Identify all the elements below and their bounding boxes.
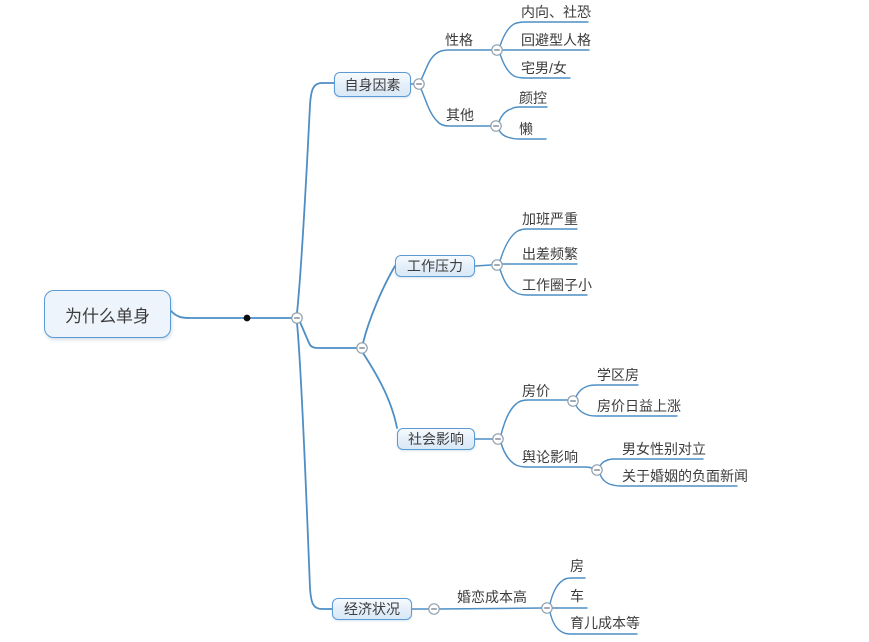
leaf-introvert-social-anxiety[interactable]: 内向、社恐	[521, 4, 591, 20]
topic-self-factors[interactable]: 自身因素	[334, 72, 411, 97]
edge-work-pressure-connector	[474, 264, 492, 267]
topic-social-influence[interactable]: 社会影响	[397, 428, 475, 450]
edge-to-homebody	[499, 53, 571, 79]
edge-to-house	[549, 577, 586, 605]
edge-to-others	[420, 88, 491, 127]
edge-to-school-district	[575, 384, 639, 398]
leaf-rising-prices[interactable]: 房价日益上涨	[597, 398, 681, 414]
collapse-button-personality[interactable]	[491, 44, 503, 56]
edge-to-negative-news	[599, 473, 738, 487]
collapse-button-self-factors[interactable]	[413, 78, 425, 90]
leaf-gender-conflict[interactable]: 男女性别对立	[622, 441, 706, 457]
topic-work-pressure[interactable]: 工作压力	[395, 255, 475, 277]
leaf-small-work-circle[interactable]: 工作圈子小	[522, 277, 592, 293]
edge-to-small-circle	[499, 268, 588, 296]
leaf-car[interactable]: 车	[570, 588, 584, 604]
leaf-looks-focused[interactable]: 颜控	[519, 90, 547, 106]
edge-group-to-work-pressure	[362, 265, 396, 344]
collapse-button-root[interactable]	[291, 312, 303, 324]
leaf-business-trips[interactable]: 出差频繁	[522, 246, 578, 262]
edge-hub-to-group	[299, 321, 358, 349]
edge-group-to-social-influence	[362, 352, 398, 429]
topic-housing-price[interactable]: 房价	[522, 383, 550, 399]
edge-root-to-hub	[170, 310, 293, 319]
edge-hub-to-economic	[296, 322, 333, 610]
edge-to-marriage-cost	[438, 607, 543, 610]
edge-hub-to-self-factors	[296, 82, 335, 314]
leaf-lazy[interactable]: 懒	[519, 121, 533, 137]
edge-to-lazy	[498, 129, 547, 140]
topic-others[interactable]: 其他	[446, 107, 474, 123]
topic-root[interactable]: 为什么单身	[44, 290, 171, 338]
edge-to-public-opinion	[500, 442, 594, 470]
edge-to-introvert	[499, 21, 589, 47]
topic-personality[interactable]: 性格	[445, 32, 473, 48]
edge-to-personality	[420, 49, 493, 81]
edge-to-rising-prices	[575, 404, 678, 417]
leaf-negative-marriage-news[interactable]: 关于婚姻的负面新闻	[622, 468, 748, 484]
leaf-homebody[interactable]: 宅男/女	[521, 60, 567, 76]
leaf-childcare-cost[interactable]: 育儿成本等	[570, 615, 640, 631]
edge-to-looks	[498, 106, 548, 123]
edge-to-childcare	[549, 611, 638, 635]
topic-work-pressure-label: 工作压力	[407, 258, 463, 274]
collapse-button-social-influence[interactable]	[492, 433, 504, 445]
leaf-overtime[interactable]: 加班严重	[522, 211, 578, 227]
collapse-button-public-opinion[interactable]	[591, 464, 603, 476]
topic-economic-label: 经济状况	[344, 601, 400, 617]
topic-social-influence-label: 社会影响	[408, 431, 464, 447]
edge-to-overtime	[499, 228, 578, 262]
leaf-avoidant-personality[interactable]: 回避型人格	[521, 32, 591, 48]
leaf-school-district[interactable]: 学区房	[597, 367, 639, 383]
edge-to-housing-price	[500, 399, 568, 436]
edge-to-gender-conflict	[599, 458, 704, 467]
topic-self-factors-label: 自身因素	[344, 76, 401, 93]
topic-marriage-cost[interactable]: 婚恋成本高	[457, 589, 527, 605]
leaf-house[interactable]: 房	[570, 558, 584, 574]
collapse-button-economic[interactable]	[428, 603, 440, 615]
collapse-button-housing-price[interactable]	[567, 395, 579, 407]
collapse-button-marriage-cost[interactable]	[541, 602, 553, 614]
collapse-button-work-pressure[interactable]	[491, 259, 503, 271]
collapse-button-others[interactable]	[490, 120, 502, 132]
topic-public-opinion[interactable]: 舆论影响	[522, 449, 578, 465]
topic-economic[interactable]: 经济状况	[332, 598, 412, 620]
topic-root-label: 为什么单身	[65, 306, 150, 326]
connector-dot-icon	[243, 314, 251, 322]
collapse-button-group[interactable]	[356, 342, 368, 354]
